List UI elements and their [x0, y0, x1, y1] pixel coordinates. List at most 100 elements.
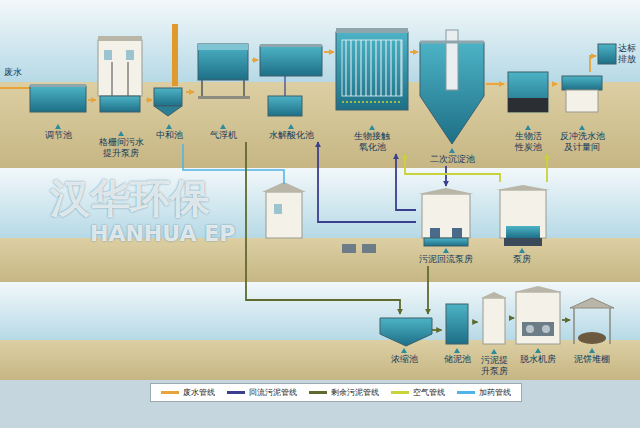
- marker-triangle: [454, 348, 460, 353]
- secondary-clarifier-part: [446, 30, 458, 90]
- contact-oxidation-tank-part: [342, 101, 402, 103]
- legend-swatch: [161, 391, 179, 394]
- unit-label: 脱水机房: [520, 354, 556, 365]
- legend-swatch: [457, 391, 475, 394]
- thickener: [380, 318, 432, 346]
- pipe-connector: [562, 319, 570, 321]
- unit-label: 反冲洗水池及计量间: [559, 131, 605, 153]
- marker-triangle: [369, 125, 375, 130]
- legend-text: 加药管线: [479, 387, 511, 398]
- sludge-storage: [446, 304, 468, 344]
- marker-triangle: [220, 124, 226, 129]
- blowers-part: [362, 244, 376, 253]
- dewatering-house: [514, 286, 562, 344]
- legend-text: 废水管线: [183, 387, 215, 398]
- legend-text: 空气管线: [413, 387, 445, 398]
- outlet-tank-part: [598, 44, 616, 64]
- return-sludge-pump-house-part: [424, 238, 468, 246]
- contact-oxidation-tank-part: [336, 32, 408, 110]
- contact-oxidation-tank-part: [336, 28, 408, 33]
- marker-triangle: [55, 124, 61, 129]
- top-band-part: [0, 0, 640, 82]
- screen-pump-house-part: [98, 40, 142, 96]
- legend-box: 废水管线 回流污泥管线 剩余污泥管线 空气管线 加药管线: [150, 383, 522, 402]
- unit-label: 污泥回流泵房: [419, 254, 473, 265]
- marker-triangle: [491, 349, 497, 354]
- pipe-connector: [318, 142, 416, 222]
- legend-swatch: [391, 391, 409, 394]
- legend-text: 剩余污泥管线: [331, 387, 379, 398]
- dewatering-house-part: [516, 292, 560, 344]
- blowers: [342, 244, 376, 253]
- return-sludge-pump-house-part: [418, 188, 474, 194]
- cake-shed: [570, 298, 614, 344]
- watermark: HANHUA EP: [90, 222, 235, 246]
- marker-triangle: [288, 124, 294, 129]
- dewatering-house-part: [542, 325, 550, 333]
- equalization-tank: [30, 84, 86, 112]
- process-unit: 脱水机房: [514, 284, 562, 366]
- return-sludge-pump-house-part: [422, 194, 470, 238]
- unit-label: 格栅间污水提升泵房: [98, 137, 144, 159]
- screen-pump-house: [98, 36, 142, 112]
- hydrolysis-tank: [260, 44, 322, 116]
- activated-carbon-tank-part: [508, 72, 548, 112]
- cake-shed-part: [578, 332, 606, 344]
- top-band: [0, 0, 640, 168]
- backwash-tank-part: [562, 76, 602, 90]
- blower-pump-house-part: [504, 238, 542, 246]
- dewatering-house-part: [522, 322, 554, 336]
- backwash-tank: [562, 76, 602, 112]
- marker-triangle: [401, 348, 407, 353]
- activated-carbon-tank-part: [508, 98, 548, 112]
- process-unit: 格栅间污水提升泵房: [96, 34, 146, 160]
- marker-triangle: [535, 348, 541, 353]
- screen-pump-house-part: [100, 96, 140, 112]
- return-sludge-pump-house-part: [452, 228, 462, 238]
- neutralization-tank-part: [154, 106, 182, 116]
- sludge-lift-house-part: [483, 298, 505, 344]
- blower-pump-house: [496, 185, 550, 246]
- dosing-house-part: [266, 192, 302, 238]
- outlet-tank: [598, 44, 616, 64]
- inlet-label: 废水: [4, 68, 22, 78]
- unit-label: 调节池: [45, 130, 72, 141]
- pipe-connector: [405, 154, 500, 182]
- process-unit: 污泥提升泵房: [478, 288, 511, 378]
- return-sludge-pump-house-part: [430, 228, 440, 238]
- marker-triangle: [449, 148, 455, 153]
- legend-item: 剩余污泥管线: [309, 387, 379, 398]
- sludge-lift-house: [481, 292, 507, 344]
- process-unit: 气浮机: [194, 40, 252, 142]
- cake-shed-part: [570, 298, 614, 308]
- screen-pump-house-part: [126, 50, 134, 60]
- pipe-connector: [252, 59, 258, 61]
- pipe-connector: [546, 154, 548, 182]
- legend-item: 回流污泥管线: [227, 387, 297, 398]
- screen-pump-house-part: [98, 36, 142, 41]
- legend-item: 空气管线: [391, 387, 445, 398]
- marker-triangle: [519, 248, 525, 253]
- thickener-part: [380, 318, 432, 346]
- contact-oxidation-tank: [336, 28, 408, 110]
- hydrolysis-tank-part: [284, 76, 285, 96]
- screen-pump-house-part: [104, 50, 112, 60]
- neutralization-tank: [154, 88, 182, 116]
- middle-band: [0, 168, 640, 282]
- blower-pump-house-part: [496, 185, 550, 190]
- legend-swatch: [227, 391, 245, 394]
- pipe-connector: [324, 51, 334, 53]
- watermark: 汉华环保: [50, 176, 210, 220]
- inlet-pipe: [0, 87, 30, 89]
- blower-pump-house-part: [506, 226, 540, 238]
- process-unit: 泵房: [494, 182, 550, 266]
- backwash-tank-part: [566, 90, 598, 112]
- pipe-connector: [410, 51, 418, 53]
- marker-triangle: [589, 348, 595, 353]
- pipe-connector: [396, 154, 416, 210]
- orange-column: [172, 24, 178, 86]
- bottom-band: [0, 282, 640, 380]
- secondary-clarifier: [420, 30, 484, 144]
- marker-triangle: [525, 125, 531, 130]
